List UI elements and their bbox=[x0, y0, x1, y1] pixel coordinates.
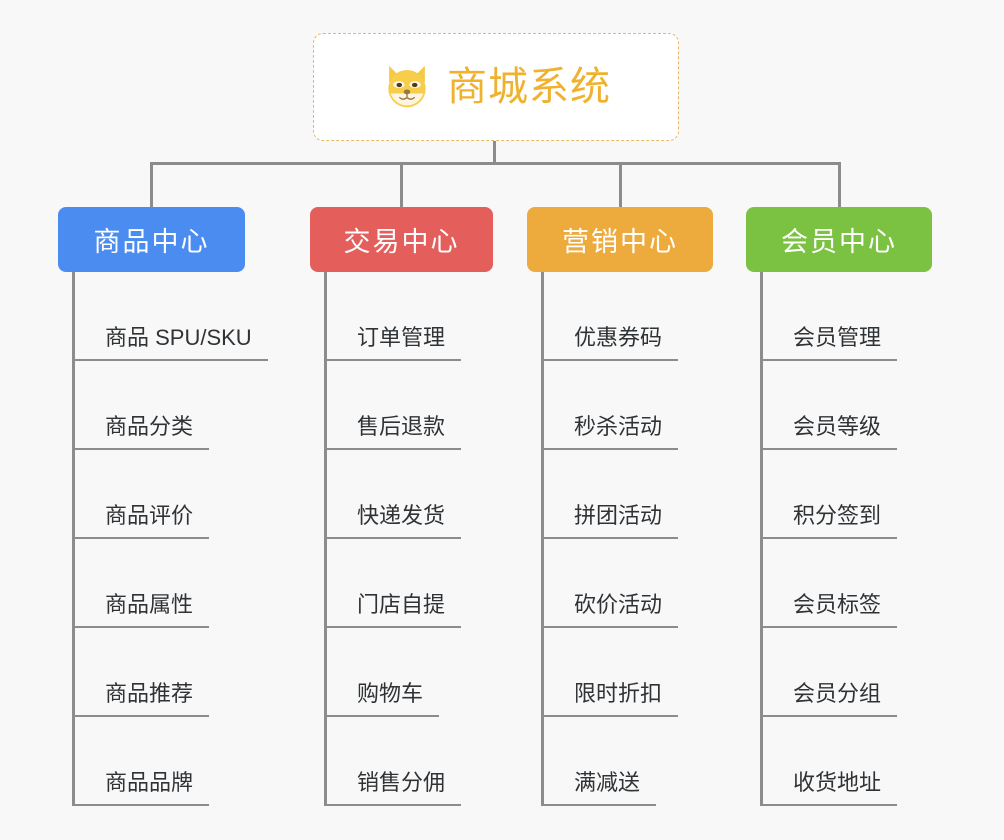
leaf-item[interactable]: 会员标签 bbox=[763, 539, 932, 628]
leaf-item-label: 快递发货 bbox=[327, 503, 462, 539]
leaf-item-label: 满减送 bbox=[544, 770, 657, 806]
leaf-item[interactable]: 商品评价 bbox=[75, 450, 245, 539]
leaf-item-label: 会员等级 bbox=[763, 414, 898, 450]
category-header-trade-center[interactable]: 交易中心 bbox=[310, 207, 493, 272]
column-member-center: 会员中心会员管理会员等级积分签到会员标签会员分组收货地址 bbox=[746, 207, 932, 806]
connector-root-stem bbox=[493, 141, 496, 165]
root-node[interactable]: 商城系统 bbox=[313, 33, 679, 141]
leaf-item-label: 订单管理 bbox=[327, 325, 462, 361]
leaf-item[interactable]: 收货地址 bbox=[763, 717, 932, 806]
leaf-item[interactable]: 门店自提 bbox=[327, 539, 493, 628]
leaf-item[interactable]: 商品属性 bbox=[75, 539, 245, 628]
item-list-marketing-center: 优惠券码秒杀活动拼团活动砍价活动限时折扣满减送 bbox=[541, 272, 713, 806]
leaf-item[interactable]: 销售分佣 bbox=[327, 717, 493, 806]
column-product-center: 商品中心商品 SPU/SKU 商品分类商品评价商品属性商品推荐商品品牌 bbox=[58, 207, 268, 806]
leaf-item[interactable]: 会员等级 bbox=[763, 361, 932, 450]
leaf-item-label: 会员管理 bbox=[763, 325, 898, 361]
leaf-item[interactable]: 限时折扣 bbox=[544, 628, 713, 717]
connector-drop-marketing-center bbox=[618, 162, 622, 207]
leaf-item[interactable]: 优惠券码 bbox=[544, 272, 713, 361]
connector-drop-member-center bbox=[837, 162, 841, 207]
connector-drop-product-center bbox=[150, 162, 153, 207]
leaf-item-label: 会员标签 bbox=[763, 592, 898, 628]
leaf-item[interactable]: 秒杀活动 bbox=[544, 361, 713, 450]
leaf-item[interactable]: 商品分类 bbox=[75, 361, 245, 450]
leaf-item-label: 商品属性 bbox=[75, 592, 210, 628]
item-list-member-center: 会员管理会员等级积分签到会员标签会员分组收货地址 bbox=[760, 272, 932, 806]
leaf-item[interactable]: 商品推荐 bbox=[75, 628, 245, 717]
shiba-dog-face-icon bbox=[381, 61, 433, 113]
category-header-marketing-center[interactable]: 营销中心 bbox=[527, 207, 713, 272]
leaf-item-label: 商品 SPU/SKU bbox=[75, 325, 268, 361]
leaf-item-label: 拼团活动 bbox=[544, 503, 679, 539]
category-header-member-center[interactable]: 会员中心 bbox=[746, 207, 932, 272]
leaf-item[interactable]: 满减送 bbox=[544, 717, 713, 806]
leaf-item[interactable]: 会员管理 bbox=[763, 272, 932, 361]
leaf-item[interactable]: 商品 SPU/SKU bbox=[75, 272, 268, 361]
leaf-item[interactable]: 积分签到 bbox=[763, 450, 932, 539]
leaf-item[interactable]: 订单管理 bbox=[327, 272, 493, 361]
column-marketing-center: 营销中心优惠券码秒杀活动拼团活动砍价活动限时折扣满减送 bbox=[527, 207, 713, 806]
leaf-item[interactable]: 商品品牌 bbox=[75, 717, 245, 806]
leaf-item[interactable]: 砍价活动 bbox=[544, 539, 713, 628]
leaf-item-label: 优惠券码 bbox=[544, 325, 679, 361]
connector-drop-trade-center bbox=[400, 162, 403, 207]
item-list-trade-center: 订单管理售后退款快递发货门店自提购物车销售分佣 bbox=[324, 272, 493, 806]
leaf-item-label: 售后退款 bbox=[327, 414, 462, 450]
leaf-item-label: 门店自提 bbox=[327, 592, 462, 628]
leaf-item-label: 商品品牌 bbox=[75, 770, 210, 806]
column-trade-center: 交易中心订单管理售后退款快递发货门店自提购物车销售分佣 bbox=[310, 207, 493, 806]
leaf-item-label: 会员分组 bbox=[763, 681, 898, 717]
leaf-item[interactable]: 拼团活动 bbox=[544, 450, 713, 539]
root-title: 商城系统 bbox=[447, 65, 611, 109]
leaf-item-label: 商品评价 bbox=[75, 503, 210, 539]
leaf-item[interactable]: 会员分组 bbox=[763, 628, 932, 717]
leaf-item-label: 商品推荐 bbox=[75, 681, 210, 717]
connector-horizontal-bus bbox=[150, 162, 839, 165]
item-list-product-center: 商品 SPU/SKU 商品分类商品评价商品属性商品推荐商品品牌 bbox=[72, 272, 268, 806]
leaf-item[interactable]: 快递发货 bbox=[327, 450, 493, 539]
leaf-item-label: 秒杀活动 bbox=[544, 414, 679, 450]
leaf-item-label: 商品分类 bbox=[75, 414, 210, 450]
leaf-item-label: 积分签到 bbox=[763, 503, 898, 539]
leaf-item[interactable]: 售后退款 bbox=[327, 361, 493, 450]
leaf-item-label: 购物车 bbox=[327, 681, 440, 717]
leaf-item-label: 限时折扣 bbox=[544, 681, 679, 717]
leaf-item-label: 收货地址 bbox=[763, 770, 898, 806]
leaf-item-label: 销售分佣 bbox=[327, 770, 462, 806]
leaf-item[interactable]: 购物车 bbox=[327, 628, 493, 717]
category-header-product-center[interactable]: 商品中心 bbox=[58, 207, 245, 272]
leaf-item-label: 砍价活动 bbox=[544, 592, 679, 628]
